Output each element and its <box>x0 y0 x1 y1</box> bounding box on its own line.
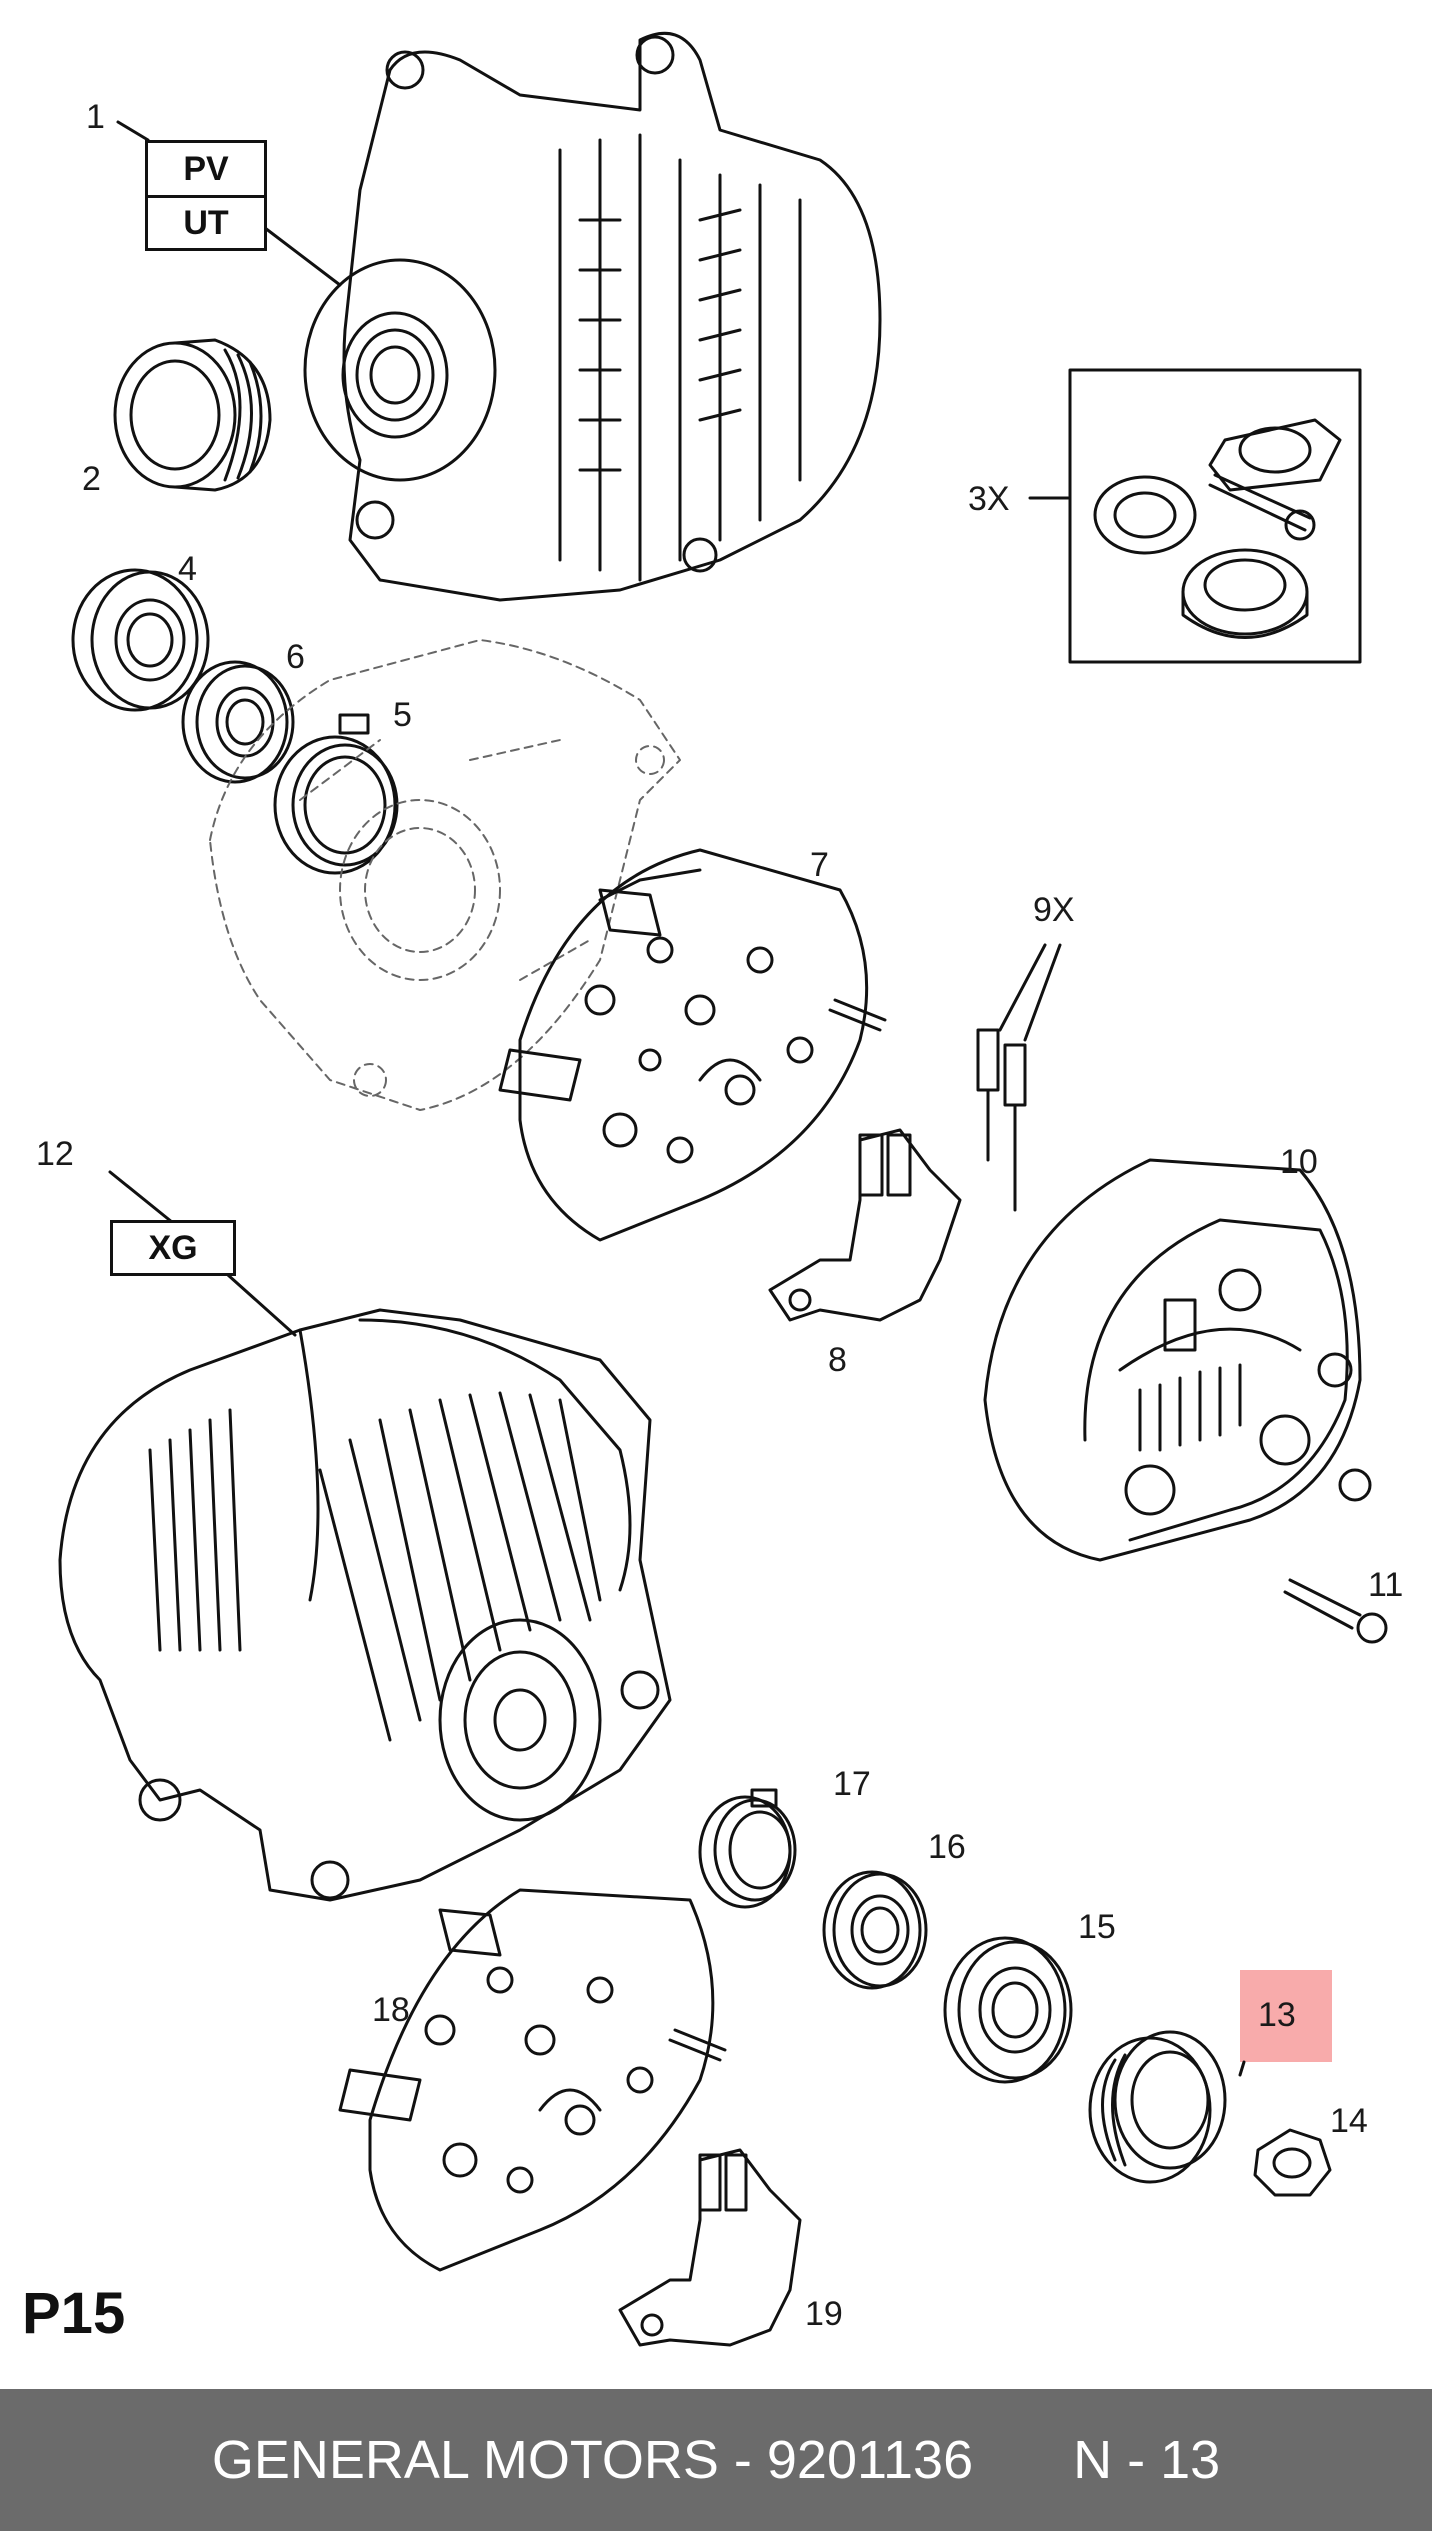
brushes-9x <box>976 943 1062 1212</box>
callout-9x: 9X <box>1033 891 1075 929</box>
page-code: P15 <box>22 2281 126 2346</box>
bearing-16 <box>822 1870 928 1990</box>
callout-4: 4 <box>178 550 197 588</box>
rear-cover-10 <box>983 1158 1372 1562</box>
bearing-6 <box>181 660 295 784</box>
callout-7: 7 <box>810 846 829 884</box>
kit-box-3x <box>1028 368 1362 664</box>
rectifier-7 <box>498 848 887 1242</box>
callout-12: 12 <box>36 1135 74 1173</box>
bolt-11 <box>1283 1578 1388 1644</box>
callout-15: 15 <box>1078 1908 1116 1946</box>
footer-ref: N - 13 <box>1073 2430 1221 2490</box>
callout-16: 16 <box>928 1828 966 1866</box>
callout-6: 6 <box>286 638 305 676</box>
callout-5: 5 <box>393 696 412 734</box>
callout-2: 2 <box>82 460 101 498</box>
bearing-15 <box>943 1936 1073 2084</box>
code-xg: XG <box>110 1220 236 1276</box>
bearing-4 <box>71 568 210 712</box>
housing-dashed <box>209 639 681 1111</box>
callout-1: 1 <box>86 98 105 136</box>
rectifier-18 <box>338 1888 727 2272</box>
callout-18: 18 <box>372 1991 410 2029</box>
callout-10: 10 <box>1280 1143 1318 1181</box>
brush-holder-19 <box>618 2148 802 2347</box>
ring-5 <box>273 713 399 875</box>
pulley-2 <box>113 338 272 492</box>
ring-17 <box>698 1788 797 1909</box>
brush-holder-8 <box>768 1128 962 1322</box>
code-pv: PV <box>145 140 267 198</box>
callout-13: 13 <box>1258 1996 1296 2034</box>
alternator-12 <box>58 1308 672 1902</box>
highlight-13 <box>1240 1970 1332 2062</box>
callout-8: 8 <box>828 1341 847 1379</box>
footer-brand-part: GENERAL MOTORS - 9201136 <box>211 2430 974 2490</box>
nut-14 <box>1253 2128 1332 2197</box>
alternator-top <box>303 31 882 602</box>
callout-14: 14 <box>1330 2102 1368 2140</box>
callout-19: 19 <box>805 2295 843 2333</box>
pulley-13 <box>1088 2030 1227 2184</box>
footer-bar: GENERAL MOTORS - 9201136 N - 13 <box>0 2389 1432 2531</box>
callout-3x: 3X <box>968 480 1010 518</box>
callout-11: 11 <box>1368 1566 1404 1604</box>
code-ut: UT <box>145 195 267 251</box>
leader-lines <box>108 120 1246 2077</box>
callout-17: 17 <box>833 1765 871 1803</box>
